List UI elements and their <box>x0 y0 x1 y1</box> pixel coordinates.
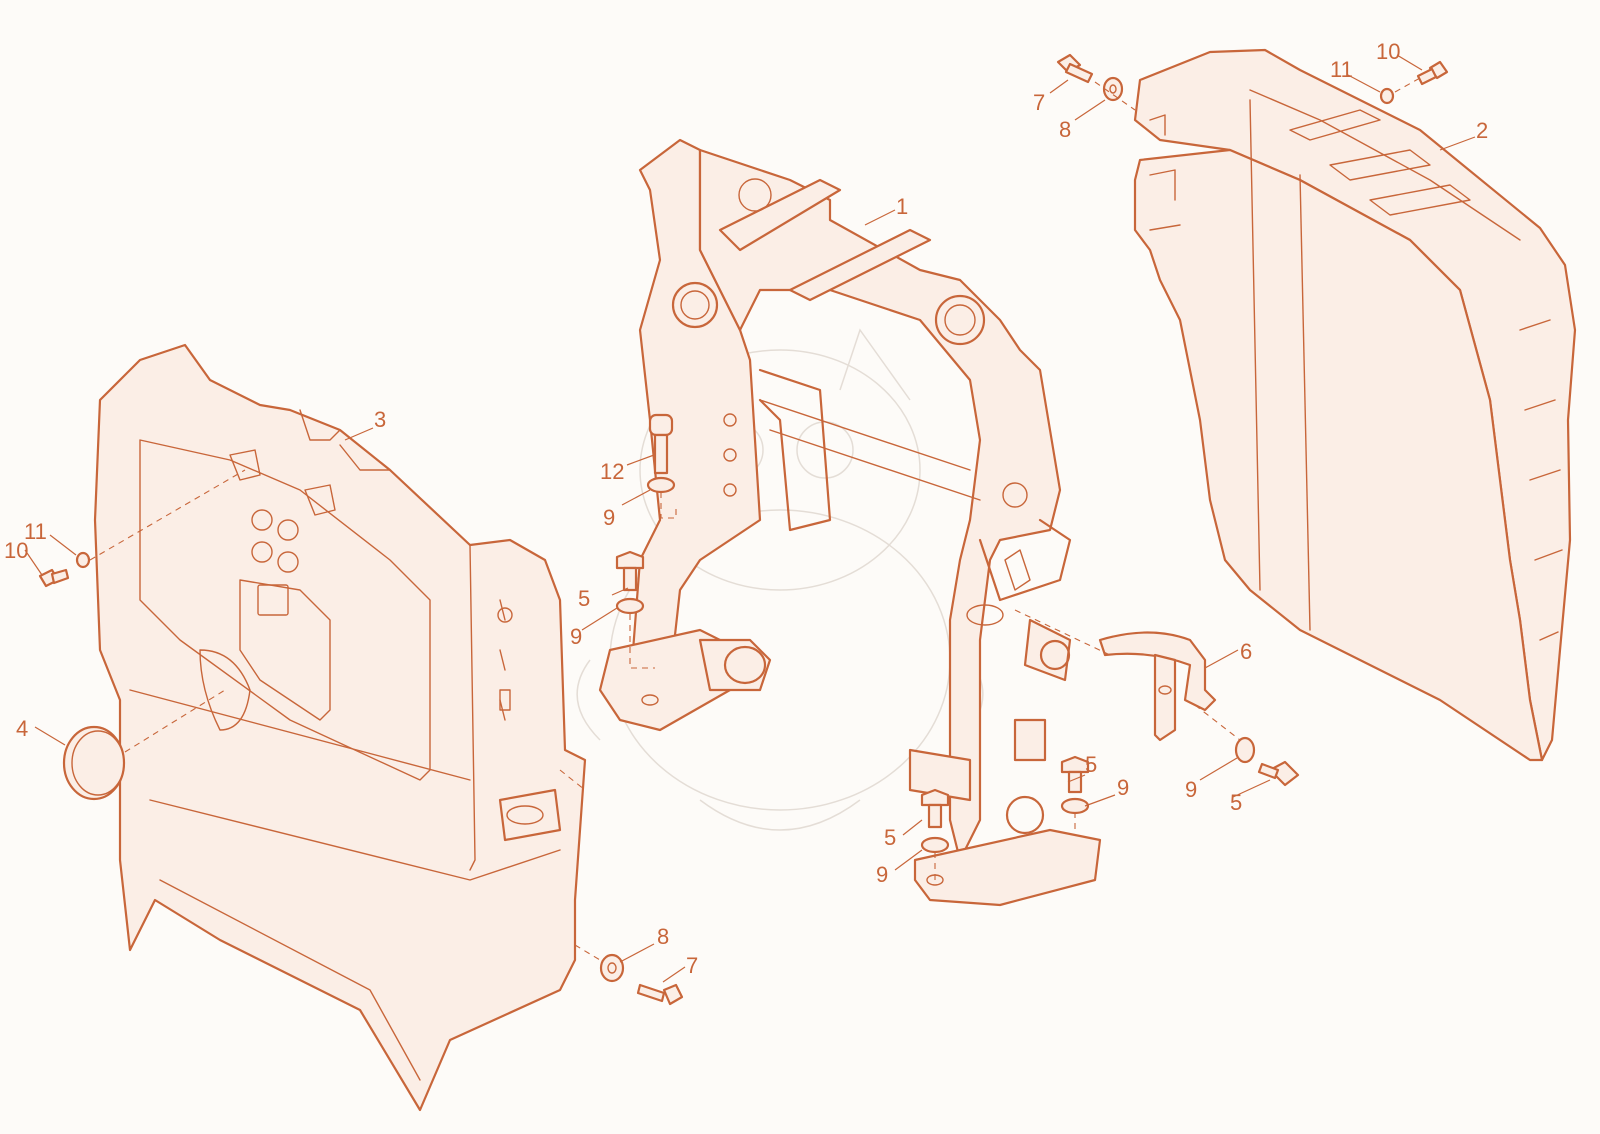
callout-9-frame-right: 9 <box>1117 775 1129 800</box>
callout-7-top: 7 <box>1033 90 1045 115</box>
callout-6: 6 <box>1240 639 1252 664</box>
callout-12: 12 <box>600 459 624 484</box>
callout-5-right: 5 <box>1230 790 1242 815</box>
callout-9-right: 9 <box>1185 777 1197 802</box>
callout-11-top: 11 <box>1330 57 1353 82</box>
callout-10-left: 10 <box>4 538 28 563</box>
assembly-lines <box>89 77 1421 961</box>
callout-4: 4 <box>16 716 28 741</box>
part-2-top-cover <box>1133 48 1577 762</box>
callout-1: 1 <box>896 194 908 219</box>
callout-3: 3 <box>374 407 386 432</box>
callout-9-lower: 9 <box>876 862 888 887</box>
callout-7-bottom: 7 <box>686 953 698 978</box>
callout-8-top: 8 <box>1059 117 1071 142</box>
callout-9-under-12: 9 <box>603 505 615 530</box>
callout-9-mid: 9 <box>570 624 582 649</box>
callout-11-left: 11 <box>24 519 47 544</box>
part-3-left-housing <box>93 343 587 1112</box>
callout-labels: 1 2 3 4 5 5 5 5 6 7 7 8 8 9 9 9 9 9 10 1… <box>4 39 1488 978</box>
leader-lines <box>24 54 1476 983</box>
part-1-frame <box>598 138 1102 907</box>
callout-5-mid: 5 <box>578 586 590 611</box>
callout-8-bottom: 8 <box>657 924 669 949</box>
callout-10-top: 10 <box>1376 39 1400 64</box>
callout-2: 2 <box>1476 118 1488 143</box>
callout-5-lower: 5 <box>884 825 896 850</box>
part-4-plug <box>62 725 126 801</box>
part-6-bracket <box>1098 631 1217 742</box>
callout-5-frame-right: 5 <box>1085 752 1097 777</box>
